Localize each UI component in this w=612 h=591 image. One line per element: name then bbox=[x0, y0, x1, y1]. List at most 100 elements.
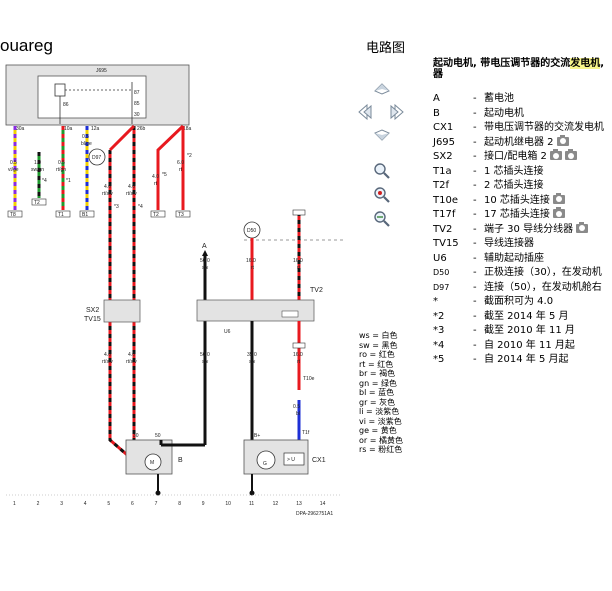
zoom-in-icon[interactable] bbox=[374, 163, 390, 179]
t10e-wire-size: 0.5 bbox=[293, 404, 300, 410]
lower-wire-size-3: 16.0 bbox=[293, 352, 303, 358]
top-wire-color-2: rt bbox=[297, 265, 301, 271]
camera-icon[interactable] bbox=[556, 134, 569, 146]
alternator-pin-label: B+ bbox=[254, 433, 260, 439]
legend-code: D97 bbox=[433, 282, 450, 292]
lower-wire-color-3: rt bbox=[297, 359, 301, 365]
diagram-navigation bbox=[358, 83, 404, 227]
column-number: 9 bbox=[202, 501, 205, 507]
legend-description: 10 芯插头连接 bbox=[484, 192, 565, 208]
top-wire-color-1: rt bbox=[251, 265, 255, 271]
legend-description-text: 17 芯插头连接 bbox=[484, 209, 550, 220]
legend-heading-highlight: 发电机 bbox=[570, 58, 601, 69]
t10e-label: T10e bbox=[303, 376, 315, 382]
legend-dash: - bbox=[473, 209, 477, 220]
foot-mark-2: *1 bbox=[66, 178, 71, 184]
fuse-label-1: 30a bbox=[16, 126, 25, 132]
legend-code: D50 bbox=[433, 268, 450, 277]
zoom-out-icon[interactable] bbox=[374, 211, 390, 227]
legend-code: U6 bbox=[433, 252, 447, 264]
pan-right-icon[interactable] bbox=[390, 103, 404, 121]
connector-t2b bbox=[150, 210, 166, 218]
legend-description: 自 2014 年 5 月起 bbox=[484, 353, 569, 367]
mid-wire-color-1: rt/sw bbox=[102, 359, 113, 365]
pin-87: 87 bbox=[134, 90, 140, 96]
legend-description: 蓄电池 bbox=[484, 92, 514, 106]
lower-wire-size-2: 35.0 bbox=[247, 352, 257, 358]
ground-point-1 bbox=[155, 490, 161, 496]
legend-item: T2f-2 芯插头连接 bbox=[433, 179, 612, 194]
legend-item: U6-辅助起动插座 bbox=[433, 252, 612, 267]
column-number: 10 bbox=[225, 501, 231, 507]
wire-label-color-2: sw/gn bbox=[31, 167, 44, 173]
mid-wire-color-2: rt/sw bbox=[126, 359, 137, 365]
legend-dash: - bbox=[473, 122, 477, 133]
pan-down-icon[interactable] bbox=[374, 129, 390, 141]
camera-icon[interactable] bbox=[552, 192, 565, 204]
fuse-label-3: 12a bbox=[91, 126, 100, 132]
legend-heading-text: 起动电机, 带电压调节器的交流 bbox=[433, 58, 571, 69]
legend-description: 导线连接器 bbox=[484, 237, 534, 251]
color-key-entry: rs = 粉红色 bbox=[359, 445, 403, 454]
camera-icon[interactable] bbox=[576, 221, 589, 233]
legend-description: 截面积可为 4.0 bbox=[484, 295, 553, 309]
column-number: 4 bbox=[84, 501, 87, 507]
legend-description-text: 截至 2010 年 11 月 bbox=[484, 325, 575, 336]
legend-description: 自 2010 年 11 月起 bbox=[484, 339, 575, 353]
connector-t2a bbox=[31, 198, 47, 206]
legend-code: T10e bbox=[433, 194, 458, 206]
legend-code: T1a bbox=[433, 165, 452, 177]
legend-description: 1 芯插头连接 bbox=[484, 165, 544, 179]
legend-description: 端子 30 导线分线器 bbox=[484, 221, 589, 237]
motor-icon bbox=[144, 453, 162, 471]
legend-description-text: 辅助起动插座 bbox=[484, 252, 544, 264]
zoom-fit-icon[interactable] bbox=[374, 187, 390, 203]
camera-icon[interactable] bbox=[564, 149, 577, 160]
legend-description-text: 带电压调节器的交流发电机 bbox=[484, 122, 604, 133]
sx2-box bbox=[103, 299, 141, 323]
color-key-entry: ws = 白色 bbox=[359, 331, 398, 340]
legend-description: 17 芯插头连接 bbox=[484, 207, 565, 222]
d97-label: D97 bbox=[92, 155, 101, 161]
pan-left-icon[interactable] bbox=[358, 103, 372, 121]
sx2-label: SX2 bbox=[86, 307, 99, 314]
legend-code: B bbox=[433, 107, 440, 119]
legend-item: SX2-接口/配电箱 2 bbox=[433, 149, 612, 165]
legend-item: D50-正极连接（30），在发动机 bbox=[433, 266, 612, 281]
connector-t1-label: T1 bbox=[58, 212, 64, 218]
legend-description: 起动机继电器 2 bbox=[484, 134, 569, 150]
legend-description-text: 2 芯插头连接 bbox=[484, 180, 544, 191]
legend-item: A-蓄电池 bbox=[433, 92, 612, 107]
legend-item: B-起动电机 bbox=[433, 107, 612, 122]
color-key-entry: gn = 绿色 bbox=[359, 378, 397, 388]
wire-label-color-4: bl/ge bbox=[81, 141, 92, 147]
fuse-label-5: 18a bbox=[183, 126, 192, 132]
legend-dash: - bbox=[473, 223, 477, 235]
column-number: 12 bbox=[273, 501, 279, 507]
legend-code: TV2 bbox=[433, 223, 453, 235]
wire-label-size-1: 0.5 bbox=[10, 160, 17, 166]
legend-item: D97-连接（50），在发动机舱右 bbox=[433, 281, 612, 296]
pin-30: 30 bbox=[134, 112, 140, 118]
battery-wire-size: 50.0 bbox=[200, 258, 210, 264]
legend-item: TV2 -端子 30 导线分线器 bbox=[433, 221, 612, 238]
ground-point-2 bbox=[249, 490, 255, 496]
column-number: 3 bbox=[60, 501, 63, 507]
camera-icon[interactable] bbox=[552, 207, 565, 218]
wire-label-color-3: rt/gn bbox=[56, 167, 66, 173]
relay-j695 bbox=[37, 75, 147, 119]
foot-mark-3: *3 bbox=[114, 204, 119, 210]
legend-description-text: 端子 30 导线分线器 bbox=[484, 223, 574, 235]
wiring-diagram: .lbl { font-family:"Liberation Sans", sa… bbox=[5, 64, 344, 517]
legend-dash: - bbox=[473, 165, 477, 177]
color-key-entry: ge = 黄色 bbox=[359, 426, 397, 435]
legend-dash: - bbox=[473, 151, 477, 162]
legend-code: *4 bbox=[433, 339, 445, 351]
pan-up-icon[interactable] bbox=[374, 83, 390, 95]
top-wire-size-2: 16.0 bbox=[293, 258, 303, 264]
legend-code: *5 bbox=[433, 354, 445, 365]
connector-b1-label: B1 bbox=[82, 212, 88, 218]
camera-icon[interactable] bbox=[549, 149, 562, 160]
